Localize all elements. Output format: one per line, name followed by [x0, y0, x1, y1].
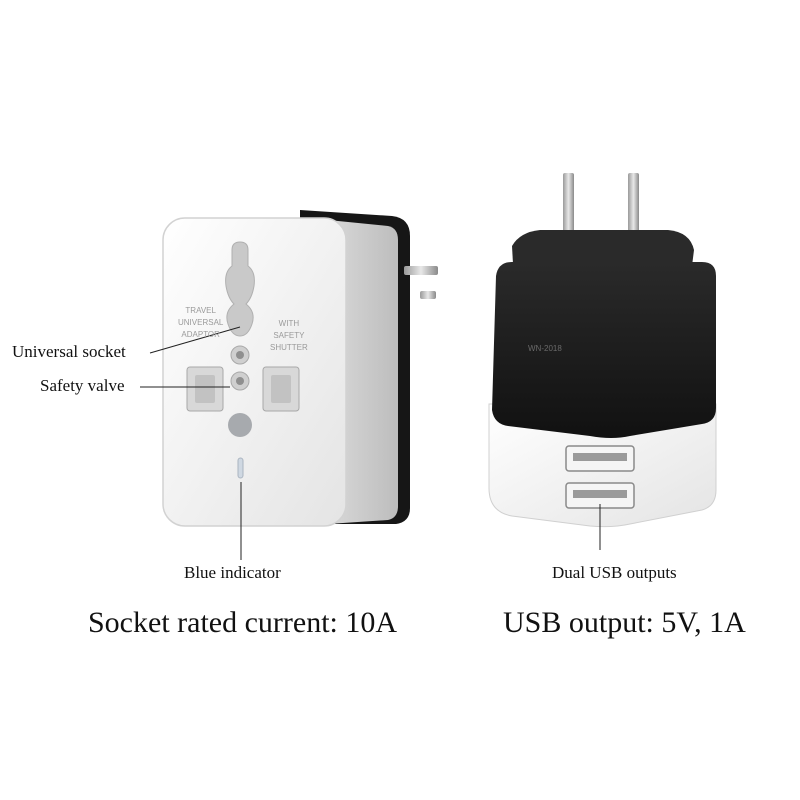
socket-rating-caption: Socket rated current: 10A — [88, 606, 398, 639]
adapter-print-left: TRAVEL UNIVERSAL ADAPTOR — [178, 305, 223, 341]
adapter-print-line: WITH — [278, 319, 300, 328]
adapter-print-line: SHUTTER — [270, 343, 308, 352]
blue-indicator-label: Blue indicator — [184, 563, 281, 582]
universal-socket-slot — [225, 241, 255, 337]
adapter-side-prong — [404, 266, 438, 275]
adapter-print-line: TRAVEL — [185, 306, 216, 315]
adapter-print-line: ADAPTOR — [181, 330, 220, 339]
dual-usb-outputs-label: Dual USB outputs — [552, 563, 677, 582]
adapter-button — [228, 413, 252, 437]
callout-lines — [140, 326, 601, 560]
usb-output-caption: USB output: 5V, 1A — [503, 606, 746, 639]
adapter-print-line: SAFETY — [273, 331, 305, 340]
blue-indicator-light — [237, 457, 244, 479]
usb-charger — [488, 173, 717, 528]
charger-black-top — [492, 262, 716, 438]
adapter-print-right: WITH SAFETY SHUTTER — [270, 318, 308, 354]
charger-model-print: WN-2018 — [528, 344, 562, 353]
universal-socket-line — [149, 326, 241, 354]
universal-socket-label: Universal socket — [12, 342, 126, 361]
travel-adapter — [162, 210, 438, 527]
adapter-front-face — [162, 217, 347, 527]
safety-valve-label: Safety valve — [40, 376, 125, 395]
adapter-print-line: UNIVERSAL — [178, 318, 224, 327]
